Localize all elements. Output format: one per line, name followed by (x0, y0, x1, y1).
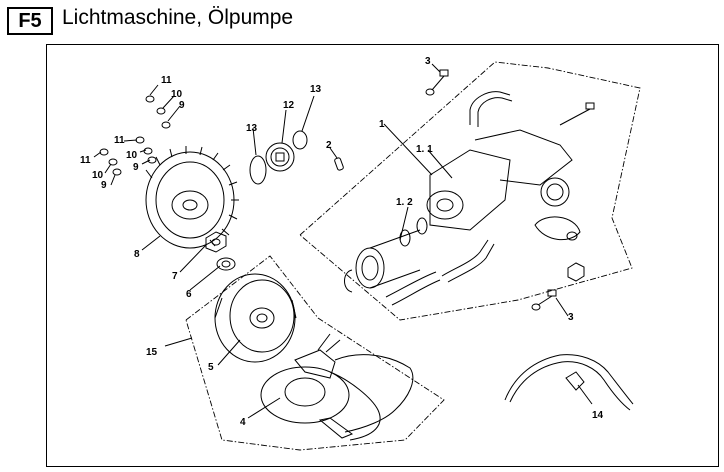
pump-cam-lever (534, 216, 581, 241)
callout-3-bottom: 3 (568, 312, 574, 323)
flywheel-nut (205, 231, 227, 253)
bolt-bottom (531, 289, 557, 311)
oil-pump-shaft (355, 217, 428, 289)
callout-14: 14 (592, 410, 604, 421)
bolt-washer-set-top (145, 95, 171, 129)
callout-12: 12 (283, 100, 295, 111)
shaft-circlip (344, 269, 353, 293)
callout-1: 1 (379, 119, 385, 130)
flywheel-washer (216, 257, 236, 271)
drive-pulley (265, 142, 295, 172)
callout-15: 15 (146, 347, 158, 358)
callout-4: 4 (240, 417, 246, 428)
callout-6: 6 (186, 289, 192, 300)
stator-wiring-harness (318, 354, 414, 441)
callout-11-left: 11 (80, 155, 91, 166)
callout-11-right: 11 (114, 135, 125, 146)
leader-lines (93, 63, 593, 419)
oil-pump-group-outline (299, 61, 641, 321)
callout-10-top: 10 (171, 89, 183, 100)
loose-cable (504, 354, 634, 411)
diagram-frame (46, 44, 719, 467)
section-code-box: F5 (7, 7, 53, 35)
callout-3-top: 3 (425, 56, 431, 67)
stator-group-outline (185, 255, 445, 451)
callout-10-left: 10 (92, 170, 104, 181)
callout-1-1: 1. 1 (416, 144, 433, 155)
pump-bearing (540, 177, 570, 207)
page-title: Lichtmaschine, Ölpumpe (62, 6, 294, 29)
oil-hose-lower-left (385, 271, 441, 306)
cooling-fan (145, 146, 239, 249)
circlip-right (292, 130, 308, 150)
bolt-right (559, 102, 595, 126)
callout-9-right: 9 (133, 162, 139, 173)
oil-hose-top (469, 91, 513, 127)
callout-11-top: 11 (161, 75, 172, 86)
woodruff-key (334, 157, 344, 171)
callout-labels: 11 10 9 11 11 10 10 9 9 8 7 6 12 13 13 2… (80, 56, 604, 428)
callout-13-right: 13 (310, 84, 322, 95)
callout-9-top: 9 (179, 100, 185, 111)
bolt-top (425, 69, 449, 96)
pump-nut (567, 262, 585, 282)
callout-9-left: 9 (101, 180, 107, 191)
oil-pump-housing (426, 129, 573, 231)
callout-7: 7 (172, 271, 178, 282)
flywheel-rotor (214, 273, 297, 363)
oil-hose-lower-right (441, 239, 495, 283)
callout-1-2: 1. 2 (396, 197, 413, 208)
callout-2: 2 (326, 140, 332, 151)
circlip-left (249, 155, 267, 185)
stator-plate (260, 333, 350, 424)
callout-5: 5 (208, 362, 214, 373)
callout-8: 8 (134, 249, 140, 260)
callout-13-left: 13 (246, 123, 258, 134)
callout-10-right: 10 (126, 150, 138, 161)
